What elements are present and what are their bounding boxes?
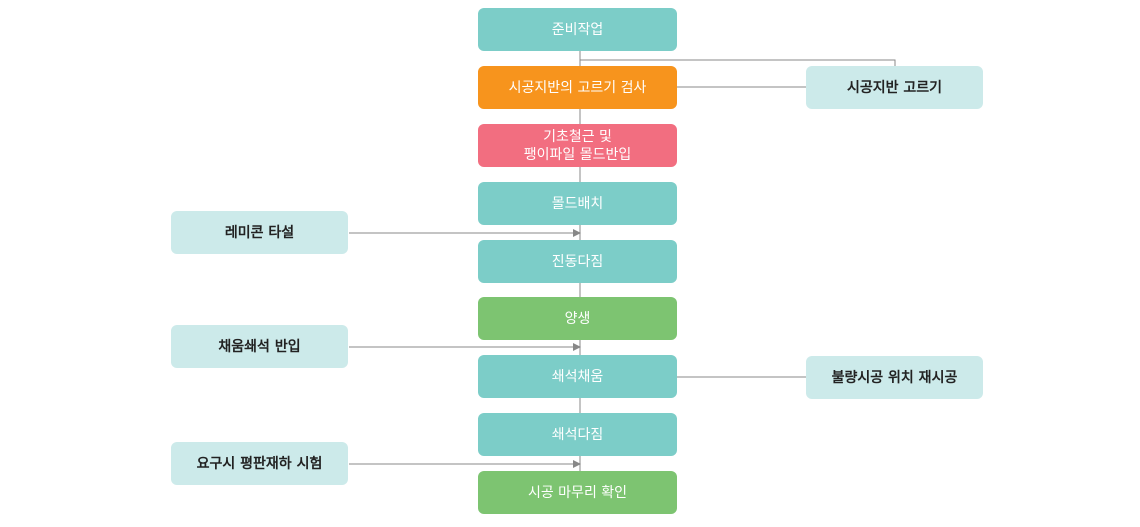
step-label: 기초철근 및 팽이파일 몰드반입 <box>523 128 632 163</box>
step-vibration-compaction: 진동다짐 <box>478 240 677 283</box>
output-ground-leveling: 시공지반 고르기 <box>806 66 983 109</box>
step-gravel-filling: 쇄석채움 <box>478 355 677 398</box>
step-label: 시공지반의 고르기 검사 <box>508 79 647 96</box>
step-gravel-compaction: 쇄석다짐 <box>478 413 677 456</box>
output-defect-rework: 불량시공 위치 재시공 <box>806 356 983 399</box>
step-rebar-and-pile-mold-delivery: 기초철근 및 팽이파일 몰드반입 <box>478 124 677 167</box>
step-curing: 양생 <box>478 297 677 340</box>
input-label: 채움쇄석 반입 <box>218 338 301 355</box>
output-label: 불량시공 위치 재시공 <box>831 369 958 386</box>
step-label: 양생 <box>564 310 591 327</box>
step-label: 시공 마무리 확인 <box>527 484 628 501</box>
input-filling-gravel-delivery: 채움쇄석 반입 <box>171 325 348 368</box>
step-mold-placement: 몰드배치 <box>478 182 677 225</box>
step-label: 준비작업 <box>551 21 604 38</box>
output-label: 시공지반 고르기 <box>846 79 943 96</box>
step-label: 쇄석채움 <box>551 368 604 385</box>
input-label: 요구시 평판재하 시험 <box>196 455 323 472</box>
step-ground-leveling-inspection: 시공지반의 고르기 검사 <box>478 66 677 109</box>
step-label: 진동다짐 <box>551 253 604 270</box>
step-completion-check: 시공 마무리 확인 <box>478 471 677 514</box>
input-ready-mix-pouring: 레미콘 타설 <box>171 211 348 254</box>
step-label: 쇄석다짐 <box>551 426 604 443</box>
step-preparation: 준비작업 <box>478 8 677 51</box>
step-label: 몰드배치 <box>551 195 604 212</box>
input-plate-load-test: 요구시 평판재하 시험 <box>171 442 348 485</box>
input-label: 레미콘 타설 <box>224 224 295 241</box>
